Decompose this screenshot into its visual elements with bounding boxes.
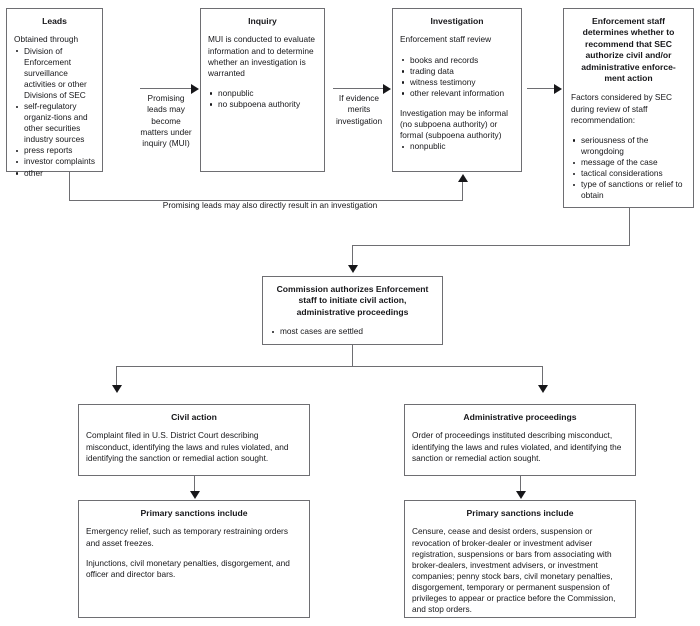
box-civil-action-body: Complaint filed in U.S. District Court d… [86, 430, 289, 463]
list-item: trading data [400, 66, 514, 77]
connector-leads-across [69, 200, 463, 201]
connector-enforcement-down [629, 208, 630, 246]
box-inquiry-bullets: nonpublic no subpoena authority [208, 88, 317, 110]
arrow-civil-to-sanctions [189, 491, 200, 499]
box-commission-bullets: most cases are settled [270, 326, 435, 337]
connector-leads-up-to-investigation [462, 182, 463, 201]
box-admin-sanctions: Primary sanctions include Censure, cease… [404, 500, 636, 618]
connector-commission-down [352, 345, 353, 367]
arrow-investigation-to-enforcement [554, 83, 562, 94]
arrow-to-civil-action [111, 385, 122, 393]
box-leads: Leads Obtained through Division of Enfor… [6, 8, 103, 178]
arrow-admin-to-sanctions [515, 491, 526, 499]
list-item: tactical considerations [571, 168, 686, 179]
box-enforcement-staff-intro: Factors considered by SEC during review … [571, 92, 672, 125]
box-commission: Commission authorizes Enforcement staff … [262, 276, 443, 345]
list-item: seriousness of the wrongdoing [571, 135, 686, 157]
connector-admin-to-sanctions [520, 476, 521, 494]
box-civil-sanctions-para2: Injunctions, civil monetary penalties, d… [86, 557, 290, 579]
list-item: other [14, 168, 95, 179]
arrow-inquiry-to-investigation [383, 83, 391, 94]
box-civil-action: Civil action Complaint filed in U.S. Dis… [78, 404, 310, 476]
box-admin-sanctions-para1: Censure, cease and desist orders, suspen… [412, 526, 616, 615]
box-administrative-proceedings: Administrative proceedings Order of proc… [404, 404, 636, 476]
connector-down-to-commission [352, 245, 353, 266]
list-item: books and records [400, 55, 514, 66]
list-item: witness testimony [400, 77, 514, 88]
list-item: message of the case [571, 157, 686, 168]
connector-civil-to-sanctions [194, 476, 195, 494]
connector-leads-to-inquiry [140, 88, 192, 89]
box-investigation: Investigation Enforcement staff review b… [392, 8, 522, 172]
list-item: self-regulatory organiz-tions and other … [14, 101, 95, 145]
box-enforcement-staff: Enforcement staff determines whether to … [563, 8, 694, 208]
box-commission-title: Commission authorizes Enforcement staff … [276, 284, 429, 317]
box-civil-sanctions-title: Primary sanctions include [140, 508, 248, 518]
box-administrative-proceedings-title: Administrative proceedings [463, 412, 577, 422]
connector-inquiry-to-investigation [333, 88, 384, 89]
connector-branch-right-down [542, 366, 543, 386]
edge-label-leads-to-investigation: Promising leads may also directly result… [162, 200, 378, 210]
arrow-to-administrative-proceedings [537, 385, 548, 393]
connector-branch-split [116, 366, 543, 367]
box-investigation-note-bullets: nonpublic [400, 141, 514, 152]
list-item: other relevant information [400, 88, 514, 99]
connector-branch-left-down [116, 366, 117, 386]
arrow-to-commission [347, 265, 358, 273]
box-civil-action-title: Civil action [171, 412, 217, 422]
box-investigation-intro: Enforcement staff review [400, 34, 492, 45]
box-leads-bullets: Division of Enforcement surveillance act… [14, 46, 95, 179]
arrow-leads-to-inquiry [191, 83, 199, 94]
box-investigation-title: Investigation [430, 16, 484, 26]
list-item: no subpoena authority [208, 99, 317, 110]
edge-label-leads-to-inquiry: Promising leads may become matters under… [140, 93, 192, 149]
box-investigation-bullets: books and records trading data witness t… [400, 55, 514, 99]
list-item: Division of Enforcement surveillance act… [14, 46, 95, 101]
box-enforcement-staff-title: Enforcement staff determines whether to … [581, 16, 676, 84]
box-civil-sanctions-para1: Emergency relief, such as temporary rest… [86, 526, 288, 548]
connector-leads-down [69, 172, 70, 201]
box-investigation-note: Investigation may be informal (no subpoe… [400, 107, 508, 141]
box-leads-intro: Obtained through [14, 34, 79, 45]
box-leads-title: Leads [42, 16, 67, 26]
list-item: most cases are settled [270, 326, 435, 337]
box-inquiry: Inquiry MUI is conducted to evaluate inf… [200, 8, 325, 172]
box-civil-sanctions: Primary sanctions include Emergency reli… [78, 500, 310, 618]
list-item: press reports [14, 145, 95, 156]
connector-enforcement-across [352, 245, 630, 246]
edge-label-inquiry-to-investigation: If evidence merits investigation [335, 93, 383, 126]
connector-investigation-to-enforcement [527, 88, 555, 89]
box-administrative-proceedings-body: Order of proceedings instituted describi… [412, 430, 622, 463]
list-item: nonpublic [400, 141, 514, 152]
box-inquiry-title: Inquiry [248, 16, 277, 26]
box-enforcement-staff-bullets: seriousness of the wrongdoing message of… [571, 135, 686, 202]
list-item: investor complaints [14, 156, 95, 167]
arrow-leads-to-investigation [457, 174, 468, 182]
box-admin-sanctions-title: Primary sanctions include [466, 508, 574, 518]
box-inquiry-intro: MUI is conducted to evaluate information… [208, 34, 315, 78]
list-item: nonpublic [208, 88, 317, 99]
list-item: type of sanctions or relief to obtain [571, 179, 686, 201]
